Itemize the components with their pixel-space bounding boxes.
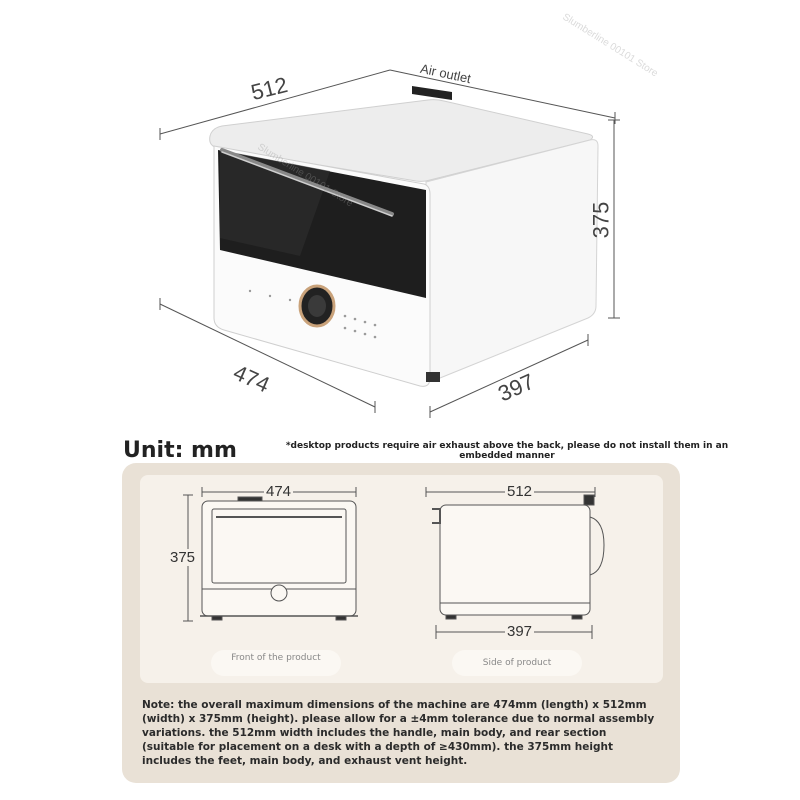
side-depth-label: 397 <box>505 623 535 640</box>
front-height-label: 375 <box>168 549 198 566</box>
side-view-drawing <box>425 487 605 639</box>
exhaust-note: *desktop products require air exhaust ab… <box>285 441 729 461</box>
oven-3d-illustration <box>159 69 620 418</box>
orthographic-drawings <box>183 487 605 639</box>
front-view-drawing <box>183 487 358 622</box>
side-view-caption: Side of product <box>452 650 582 676</box>
front-width-label: 474 <box>264 483 294 500</box>
dimension-note: Note: the overall maximum dimensions of … <box>142 699 655 767</box>
front-view-caption: Front of the product <box>211 650 341 676</box>
unit-title: Unit: mm <box>123 438 237 463</box>
dim-height-375: 375 <box>588 201 614 239</box>
side-width-label: 512 <box>505 483 535 500</box>
